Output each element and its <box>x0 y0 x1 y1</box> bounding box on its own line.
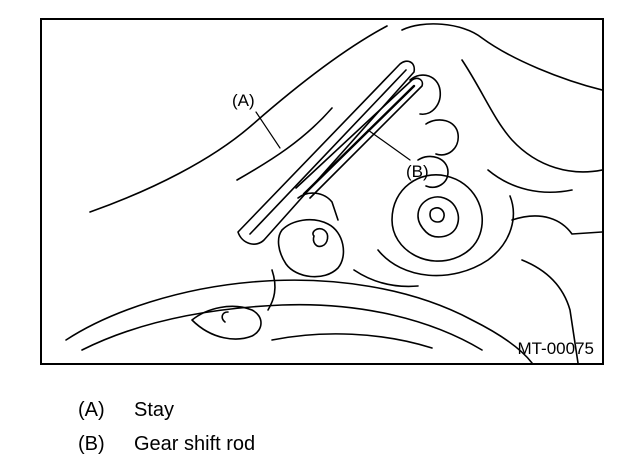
mount-boss-flange <box>377 195 515 277</box>
mount-boss-inner <box>417 196 460 238</box>
floor-contour <box>65 279 533 363</box>
body-inner-curve <box>236 107 333 181</box>
legend-item-stay: (A) Stay <box>78 393 255 427</box>
callout-b-label: (B) <box>406 162 429 181</box>
panel-right <box>511 215 602 235</box>
mount-bolt <box>429 207 445 223</box>
legend-text: Stay <box>134 399 175 421</box>
figure-code: MT-00075 <box>517 339 594 358</box>
contour-left-lower <box>267 269 276 311</box>
panel-right-lower <box>521 259 579 363</box>
housing-knuckle-3 <box>417 155 449 188</box>
callout-b-leader <box>367 129 411 161</box>
legend-text: Gear shift rod <box>134 433 256 455</box>
housing-upper <box>401 23 602 91</box>
floor-lower-ridge <box>271 333 433 349</box>
floor-contour-inner <box>81 303 483 351</box>
figure-frame: (A) (B) MT-00075 <box>40 18 604 365</box>
gear-shift-illustration: (A) (B) <box>65 23 602 363</box>
legend-key: (B) <box>78 433 105 455</box>
stay-bar-edge <box>249 69 407 235</box>
rod-joint <box>277 218 345 278</box>
housing-knuckle-1 <box>409 74 442 115</box>
legend: (A) Stay (B) Gear shift rod <box>78 393 255 461</box>
rod-joint-bolt <box>312 227 329 248</box>
body-outline-left <box>89 25 388 213</box>
legend-item-gear-shift-rod: (B) Gear shift rod <box>78 427 255 461</box>
housing-lower <box>487 169 573 193</box>
mount-boss-outer <box>391 174 484 262</box>
housing-knuckle-2 <box>425 119 459 156</box>
shift-rod <box>295 77 424 199</box>
rod-clamp <box>297 192 339 221</box>
floor-hole <box>221 311 229 323</box>
housing-side <box>461 59 602 173</box>
shift-rod-hatch-1 <box>302 84 416 196</box>
callout-a-label: (A) <box>232 91 255 110</box>
legend-key: (A) <box>78 399 105 421</box>
contour-mid <box>353 269 419 288</box>
stay-bar <box>237 60 416 245</box>
floor-bracket <box>191 305 262 340</box>
callout-a-leader <box>255 111 281 149</box>
